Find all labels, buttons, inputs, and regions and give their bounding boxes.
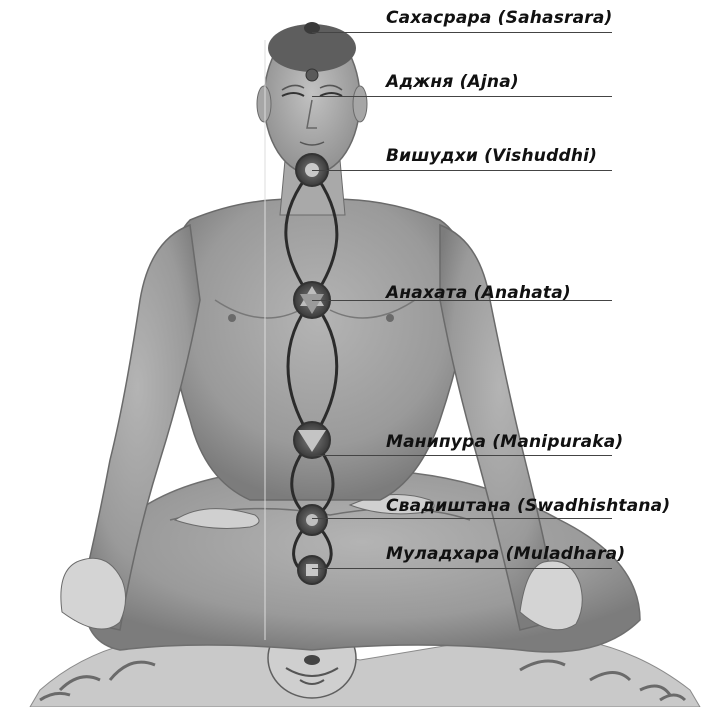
chakra-manipuraka: [294, 422, 330, 458]
chakra-muladhara: [298, 556, 326, 584]
label-manipuraka: Манипура (Manipuraka): [386, 432, 623, 452]
leader-line-ajna: [312, 96, 612, 97]
leader-line-vishuddhi: [312, 170, 612, 171]
label-ajna: Аджня (Ajna): [386, 72, 519, 92]
leader-line-swadhishtana: [312, 518, 612, 519]
leader-line-manipuraka: [312, 455, 612, 456]
label-sahasrara: Сахасрара (Sahasrara): [386, 8, 613, 28]
leader-line-sahasrara: [312, 32, 612, 33]
leader-line-muladhara: [312, 568, 612, 569]
label-muladhara: Муладхара (Muladhara): [386, 544, 625, 564]
label-vishuddhi: Вишудхи (Vishuddhi): [386, 146, 597, 166]
chakra-swadhishtana: [297, 505, 327, 535]
label-anahata: Анахата (Anahata): [386, 283, 571, 303]
label-swadhishtana: Свадиштана (Swadhishtana): [386, 496, 670, 516]
